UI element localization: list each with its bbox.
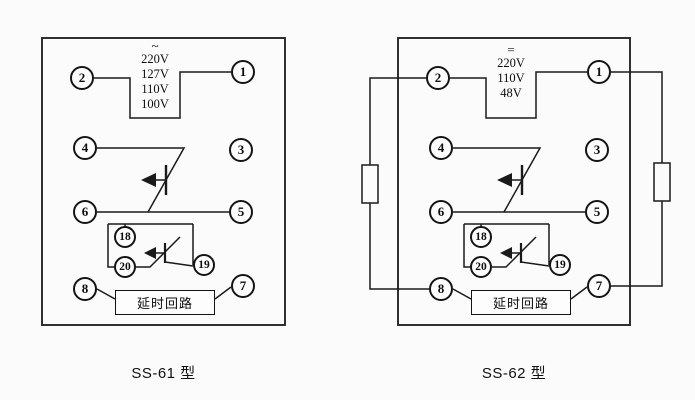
ss62-terminal-19: 19 <box>549 254 571 276</box>
ss61-terminal-18: 18 <box>114 226 136 248</box>
ss61-supply-symbol: ~ <box>151 38 159 53</box>
left-resistor-icon <box>361 164 379 204</box>
ss61-terminal-8: 8 <box>73 277 97 301</box>
ss62-terminal-3: 3 <box>585 138 609 162</box>
ss62-terminal-2: 2 <box>426 66 450 90</box>
voltage-option: 110V <box>497 71 525 85</box>
ss62-terminal-1: 1 <box>587 60 611 84</box>
ss62-case-outline <box>397 37 631 326</box>
ss62-caption: SS-62 型 <box>481 365 547 382</box>
voltage-option: 110V <box>141 82 169 96</box>
ss62-delay-circuit-box: 延时回路 <box>471 290 571 315</box>
voltage-option: 220V <box>141 52 169 66</box>
ss61-terminal-5: 5 <box>229 200 253 224</box>
ss62-supply-symbol: = <box>507 42 515 57</box>
ss61-case-outline <box>41 37 286 326</box>
left-external-wire <box>369 77 429 290</box>
ss62-external-circuit <box>361 71 671 290</box>
ss62-terminal-4: 4 <box>429 136 453 160</box>
voltage-option: 48V <box>500 86 522 100</box>
voltage-option: 127V <box>141 67 169 81</box>
ss62-terminal-6: 6 <box>429 200 453 224</box>
voltage-option: 220V <box>497 56 525 70</box>
ss62-voltage-list: = 220V 110V 48V <box>476 42 546 101</box>
ss62-terminal-5: 5 <box>585 200 609 224</box>
ss61-terminal-4: 4 <box>73 136 97 160</box>
ss61-terminal-7: 7 <box>231 274 255 298</box>
voltage-option: 100V <box>141 97 169 111</box>
ss61-caption: SS-61 型 <box>131 365 196 382</box>
ss62-terminal-18: 18 <box>470 226 492 248</box>
ss61-terminal-20: 20 <box>114 256 136 278</box>
ss61-terminal-3: 3 <box>229 138 253 162</box>
ss61-delay-circuit-box: 延时回路 <box>115 290 215 315</box>
ss62-terminal-20: 20 <box>470 256 492 278</box>
ss61-terminal-2: 2 <box>70 66 94 90</box>
ss61-terminal-1: 1 <box>231 60 255 84</box>
ss62-terminal-7: 7 <box>587 274 611 298</box>
ss61-terminal-19: 19 <box>193 254 215 276</box>
ss61-terminal-6: 6 <box>73 200 97 224</box>
right-resistor-icon <box>653 162 671 202</box>
ss61-voltage-list: ~ 220V 127V 110V 100V <box>120 38 190 112</box>
ss62-terminal-8: 8 <box>429 277 453 301</box>
